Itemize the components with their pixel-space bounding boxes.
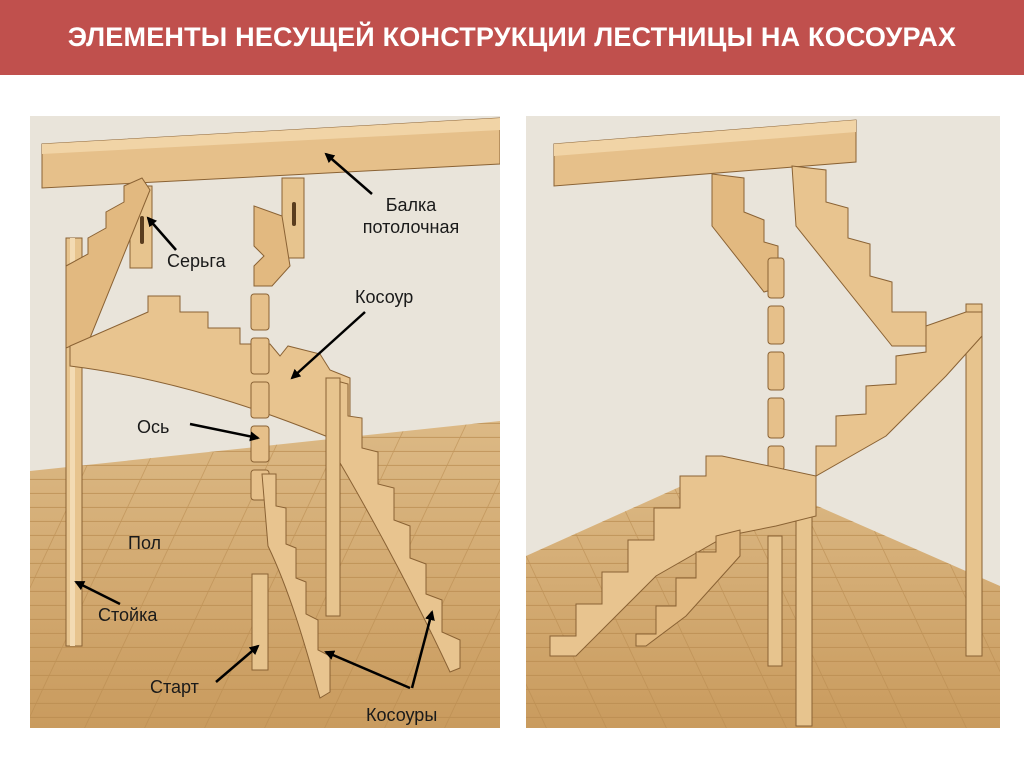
label-stringer: Косоур: [355, 287, 414, 307]
label-floor: Пол: [128, 533, 162, 553]
label-stringers: Косоуры: [366, 705, 438, 725]
title-banner: ЭЛЕМЕНТЫ НЕСУЩЕЙ КОНСТРУКЦИИ ЛЕСТНИЦЫ НА…: [0, 0, 1024, 75]
label-earring: Серьга: [167, 251, 226, 271]
stair-illustration-left: [30, 116, 500, 728]
stair-illustration-right: [526, 116, 1000, 728]
label-ceiling-beam-line1: Балка: [385, 195, 437, 215]
stringer-middle-right: [815, 311, 983, 477]
start-post: [767, 535, 783, 667]
stringer-lower-back: [635, 529, 741, 647]
label-ceiling-beam: Балка потолочная: [346, 194, 476, 238]
label-ceiling-beam-line2: потолочная: [362, 217, 460, 237]
post-front: [325, 377, 341, 617]
stair-diagram-view: [526, 116, 1000, 728]
label-axis: Ось: [137, 417, 170, 437]
label-post: Стойка: [98, 605, 158, 625]
stringer-upper-right: [253, 205, 291, 287]
stringer-lower-b: [325, 377, 461, 673]
start-post: [251, 573, 269, 671]
stringer-lower-a: [261, 473, 331, 699]
stair-diagram-labeled: [30, 116, 500, 728]
label-start: Старт: [150, 677, 199, 697]
axis-column: [767, 257, 785, 471]
stringer-upper-left: [711, 173, 779, 293]
page-title: ЭЛЕМЕНТЫ НЕСУЩЕЙ КОНСТРУКЦИИ ЛЕСТНИЦЫ НА…: [67, 22, 957, 52]
post-right: [965, 303, 983, 657]
stringer-lower-front: [549, 455, 817, 657]
stringer-upper-right: [791, 165, 927, 347]
